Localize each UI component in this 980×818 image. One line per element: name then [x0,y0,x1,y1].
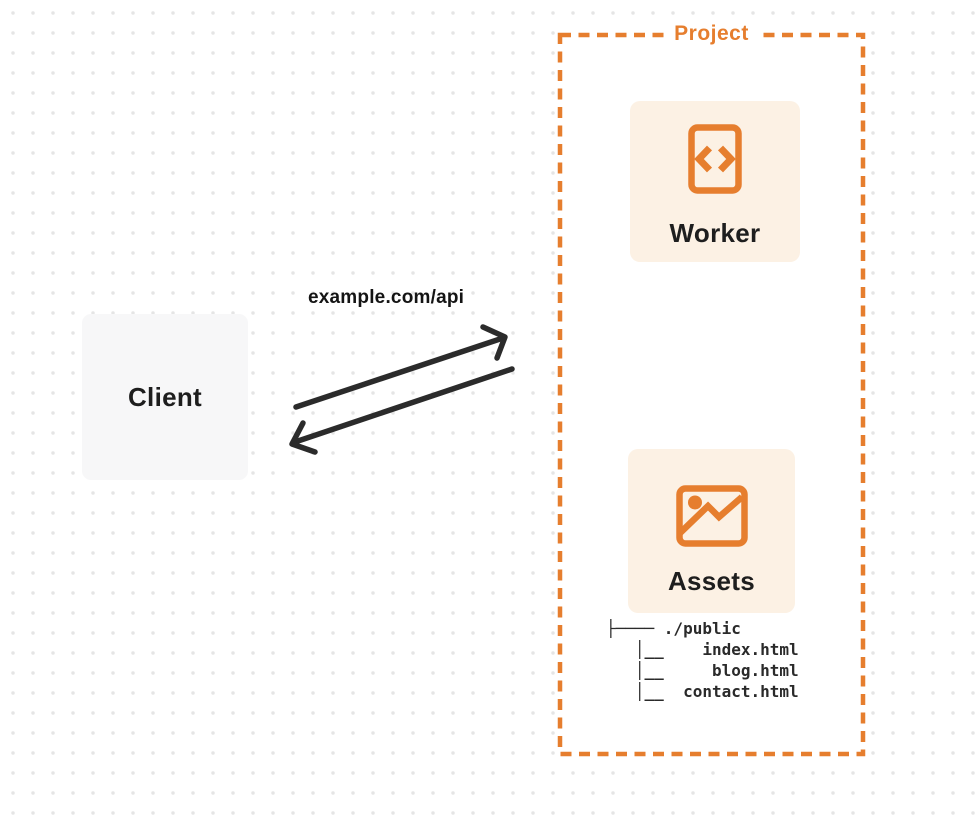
image-icon [675,485,748,547]
worker-node: Worker [630,101,800,262]
assets-node: Assets [628,449,795,613]
response-arrow [289,366,515,455]
request-url-label: example.com/api [308,287,465,308]
assets-label: Assets [667,566,756,596]
code-file-icon [688,124,742,194]
assets-file-tree: ├──── ./public │__ index.html │__ blog.h… [606,619,799,701]
project-boundary: Project Worker Assets ├──── ./public │__… [558,22,865,756]
request-arrow [293,324,508,410]
project-label: Project [665,22,758,46]
worker-label: Worker [669,218,761,248]
client-label: Client [127,381,203,412]
client-node: Client [82,314,248,480]
